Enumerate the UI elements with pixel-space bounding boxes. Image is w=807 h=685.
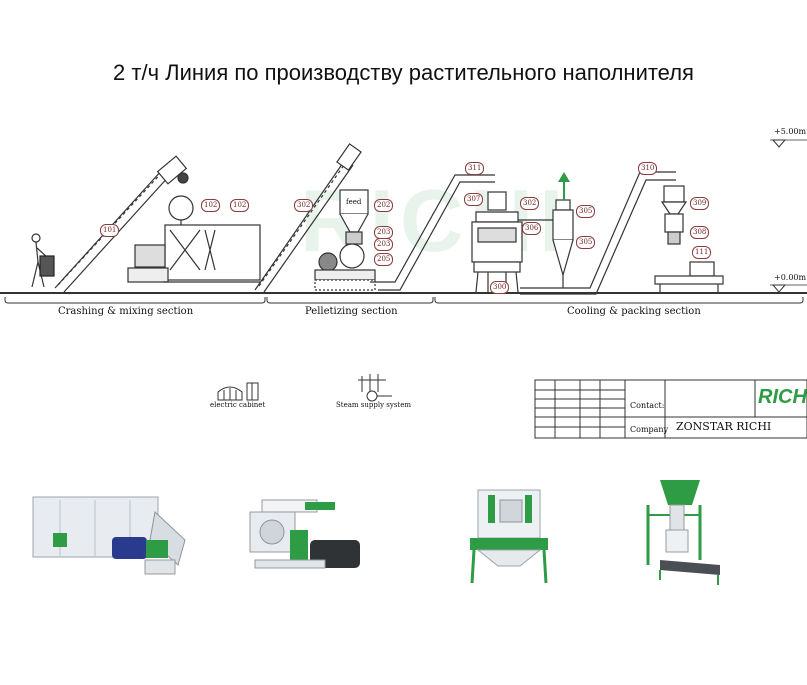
exhaust-arrow-icon	[558, 172, 570, 200]
tag-202: 202	[374, 199, 394, 212]
level-marker-ground	[771, 284, 787, 293]
section-bracket-crushing	[4, 297, 266, 304]
section-label-crushing: Crashing & mixing section	[58, 306, 194, 317]
tag-302a: 302	[294, 199, 314, 212]
tag-305b: 305	[576, 236, 596, 249]
title-block-company-name: ZONSTAR RICHI	[676, 420, 772, 433]
tag-111: 111	[692, 246, 712, 259]
product-pellet-mill-photo	[249, 499, 360, 569]
tag-306: 306	[522, 222, 542, 235]
level-label-ground: +0.00m	[774, 273, 807, 282]
section-bracket-pelletizing	[266, 297, 434, 304]
tag-302b: 302	[520, 197, 540, 210]
title-block	[534, 379, 807, 439]
worker-figure	[31, 233, 55, 288]
conveyor-to-packing	[520, 171, 676, 295]
product-cooler-photo	[470, 489, 548, 584]
electric-cabinet-label: electric cabinet	[210, 401, 266, 409]
brand-logo: RICHI	[758, 386, 807, 408]
title-block-contact-label: Contact:	[630, 401, 665, 410]
steam-supply-icon	[358, 374, 392, 402]
tag-101: 101	[100, 224, 120, 237]
section-bracket-cooling	[434, 297, 804, 304]
page-title: 2 т/ч Линия по производству растительног…	[113, 60, 694, 85]
tag-307: 307	[464, 193, 484, 206]
tag-311: 311	[465, 162, 485, 175]
electric-cabinet-icon	[217, 382, 259, 401]
level-label-top: +5.00m	[774, 127, 807, 136]
tag-308: 308	[690, 226, 710, 239]
section-label-cooling: Cooling & packing section	[567, 306, 701, 317]
conveyor-to-cooler	[370, 174, 495, 291]
tag-305a: 305	[576, 205, 596, 218]
tag-203b: 203	[374, 238, 394, 251]
tag-205: 205	[374, 253, 394, 266]
steam-supply-label: Steam supply system	[336, 401, 412, 409]
tag-102a: 102	[201, 199, 221, 212]
product-packing-machine-photo	[646, 480, 720, 585]
pellet-mill	[314, 189, 376, 291]
tag-102b: 102	[230, 199, 250, 212]
ribbon-mixer	[127, 195, 261, 283]
product-mixer-photo	[32, 496, 186, 575]
title-block-company-label: Company	[630, 425, 669, 434]
tag-309: 309	[690, 197, 710, 210]
hopper-label: feed	[346, 198, 362, 206]
packing-scale	[654, 185, 724, 292]
tag-300: 300	[490, 281, 510, 294]
inclined-conveyor-2	[254, 143, 362, 293]
tag-310: 310	[638, 162, 658, 175]
counterflow-cooler	[471, 191, 523, 293]
section-label-pelletizing: Pelletizing section	[305, 306, 398, 317]
cyclone-separator	[518, 199, 574, 288]
level-marker-top	[771, 139, 787, 148]
